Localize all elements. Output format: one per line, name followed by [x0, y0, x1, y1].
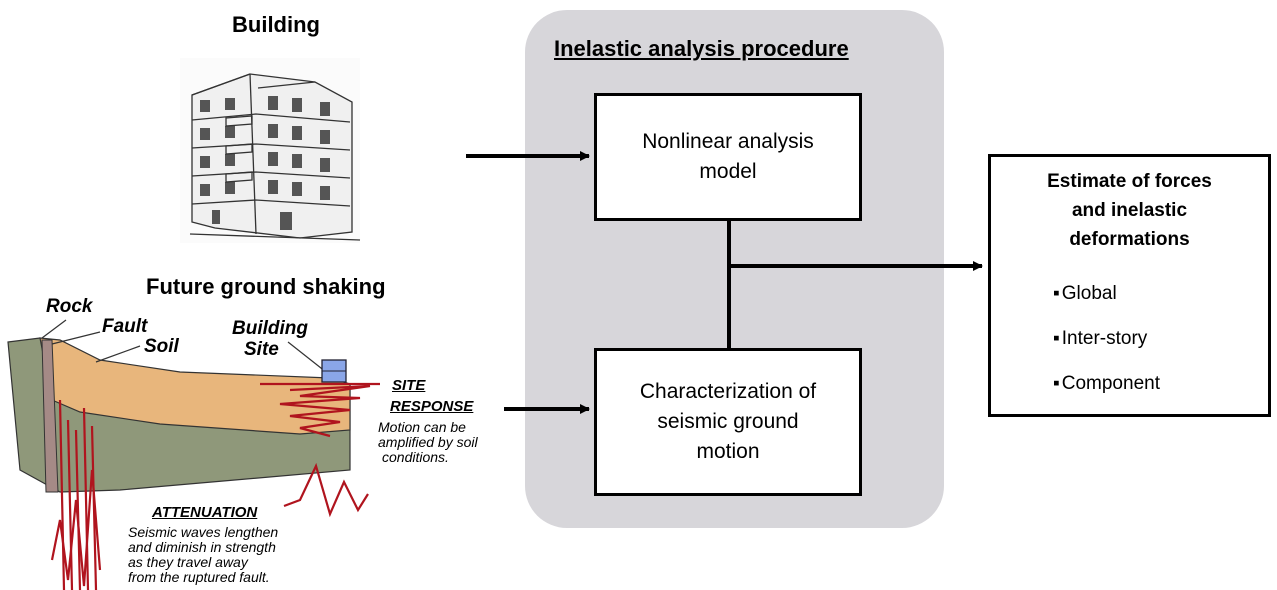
output-title-line: deformations: [1069, 229, 1190, 250]
attenuation-line: Seismic waves lengthen: [128, 524, 279, 540]
output-item-component: Component: [1053, 361, 1160, 406]
output-title: Estimate of forces and inelastic deforma…: [991, 167, 1268, 254]
site-response-line: conditions.: [382, 449, 449, 465]
output-item-inter-story: Inter-story: [1053, 316, 1160, 361]
motion-box-line: Characterization of: [639, 380, 817, 403]
attenuation-line: as they travel away: [128, 554, 248, 570]
building-site-label-2: Site: [244, 339, 279, 360]
output-list: Global Inter-story Component: [1053, 271, 1160, 406]
model-box-line: model: [699, 160, 757, 183]
attenuation-line: and diminish in strength: [128, 539, 276, 555]
rock-label: Rock: [46, 296, 93, 317]
motion-box-line: motion: [696, 440, 760, 463]
output-item-global: Global: [1053, 271, 1160, 316]
building-title: Building: [232, 12, 320, 37]
motion-box-line: seismic ground: [657, 410, 799, 433]
site-response-line: amplified by soil: [378, 434, 478, 450]
output-title-line: and inelastic: [1071, 200, 1188, 221]
ground-cross-section: [7, 319, 380, 590]
seismic-waves: [50, 382, 380, 590]
output-box: Estimate of forces and inelastic deforma…: [988, 154, 1271, 417]
fault-label: Fault: [102, 316, 148, 337]
ground-shaking-title: Future ground shaking: [146, 274, 386, 299]
site-response-title-2: RESPONSE: [390, 398, 474, 415]
attenuation-line: from the ruptured fault.: [128, 569, 270, 585]
site-response-text: Motion can be amplified by soil conditio…: [378, 420, 478, 465]
model-box-line: Nonlinear analysis: [642, 130, 814, 153]
building-sketch: [180, 58, 361, 243]
ground-motion-box: Characterization of seismic ground motio…: [594, 348, 862, 496]
site-response-title-1: SITE: [392, 377, 426, 394]
nonlinear-model-box: Nonlinear analysis model: [594, 93, 862, 221]
soil-label: Soil: [144, 336, 179, 357]
site-response-line: Motion can be: [378, 419, 466, 435]
building-site-label-1: Building: [232, 318, 308, 339]
attenuation-text: Seismic waves lengthen and diminish in s…: [128, 525, 278, 585]
output-title-line: Estimate of forces: [1047, 171, 1212, 192]
attenuation-title: ATTENUATION: [152, 504, 258, 521]
procedure-title: Inelastic analysis procedure: [554, 36, 849, 61]
